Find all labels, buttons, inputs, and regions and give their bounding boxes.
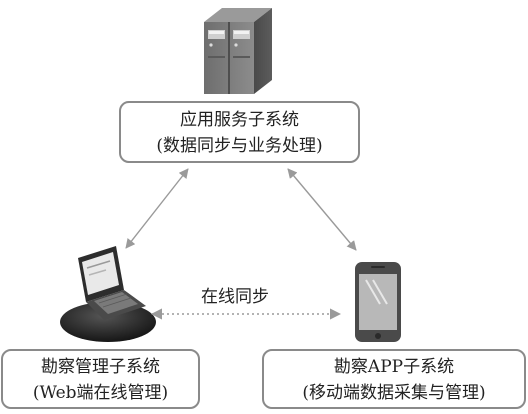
survey-management-subsystem-title: 勘察管理子系统 (41, 357, 160, 377)
app-service-subsystem-title: 应用服务子系统 (180, 110, 299, 130)
app-service-subsystem-box: 应用服务子系统 (数据同步与业务处理) (119, 101, 360, 163)
arrow-server-app (287, 168, 357, 251)
survey-app-subsystem-desc: (移动端数据采集与管理) (302, 383, 486, 403)
online-sync-label: 在线同步 (201, 287, 269, 307)
survey-app-subsystem-box: 勘察APP子系统 (移动端数据采集与管理) (262, 349, 526, 409)
server-rack-icon (204, 8, 272, 94)
survey-management-subsystem-desc: (Web端在线管理) (32, 383, 169, 403)
app-service-subsystem-desc: (数据同步与业务处理) (156, 136, 323, 156)
smartphone-icon (355, 262, 401, 342)
arrow-server-web (125, 168, 189, 249)
survey-management-subsystem-box: 勘察管理子系统 (Web端在线管理) (1, 349, 200, 409)
laptop-icon (60, 246, 156, 342)
survey-app-subsystem-title: 勘察APP子系统 (333, 357, 455, 377)
